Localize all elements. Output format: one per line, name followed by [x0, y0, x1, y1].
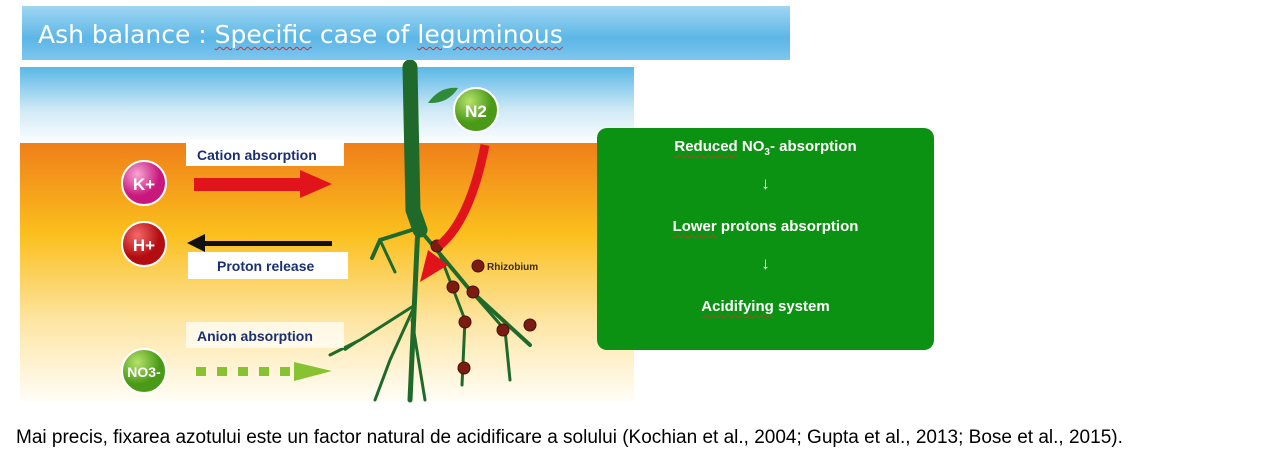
rhizobium-nodules: [430, 239, 537, 375]
anion-absorption-label: Anion absorption: [197, 328, 313, 344]
info-line-1: Reduced NO3- absorption: [674, 138, 857, 158]
down-arrow-icon: ↓: [761, 174, 770, 193]
n2-fixation-arrow: [436, 144, 490, 249]
sky-band: [20, 67, 634, 145]
k-ion-icon: K+: [121, 160, 167, 206]
info-line-2: Lower protons absorption: [672, 218, 859, 235]
no3-ion-icon: NO3-: [121, 348, 167, 394]
proton-arrow: [187, 234, 332, 252]
rhizobium-label: Rhizobium: [487, 262, 538, 273]
proton-release-label: Proton release: [217, 258, 314, 274]
info-line-3: Acidifying system: [701, 298, 830, 315]
down-arrow-icon: ↓: [761, 254, 770, 273]
caption-text: Mai precis, fixarea azotului este un fac…: [16, 427, 1123, 448]
slide-title: Ash balance : Specific case of leguminou…: [38, 20, 563, 49]
leaf-icon: [428, 87, 458, 104]
svg-text:NO3-: NO3-: [127, 364, 161, 380]
n2-molecule-icon: N2: [453, 87, 499, 133]
svg-text:H+: H+: [133, 236, 155, 255]
svg-text:N2: N2: [465, 102, 487, 121]
n2-arrowhead-icon: [420, 250, 448, 282]
acidification-info-box: Reduced NO3- absorption ↓ Lower protons …: [597, 128, 934, 350]
svg-text:K+: K+: [133, 175, 155, 194]
cation-absorption-label: Cation absorption: [197, 147, 317, 163]
cation-arrow: [194, 170, 332, 198]
h-ion-icon: H+: [121, 221, 167, 267]
anion-dashed-arrow: [196, 362, 332, 381]
title-banner: Ash balance : Specific case of leguminou…: [22, 6, 790, 60]
